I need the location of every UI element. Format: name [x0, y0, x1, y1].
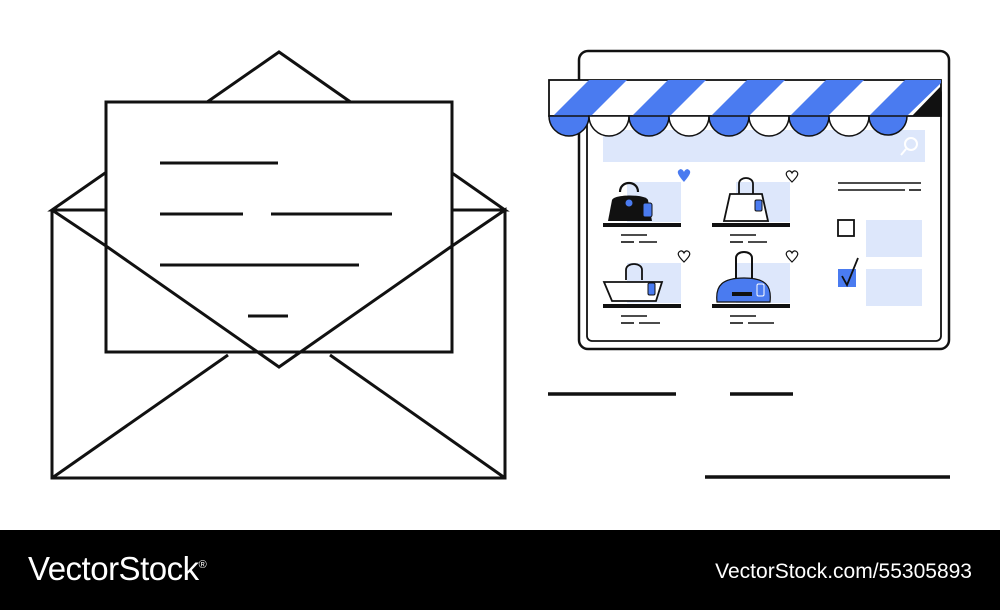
vectorstock-logo: VectorStock®: [28, 550, 207, 588]
filter-option-2[interactable]: [866, 269, 922, 306]
filter-heading-lines: [838, 182, 921, 191]
envelope-icon: [47, 50, 510, 480]
awning: [548, 79, 942, 137]
letter-text-lines: [160, 161, 392, 318]
filter-panel: [837, 182, 922, 306]
watermark-footer: VectorStock® VectorStock.com/55305893: [0, 530, 1000, 610]
checkmark-icon: [841, 257, 859, 288]
tote-bag-icon: [722, 177, 770, 222]
filter-option-1[interactable]: [866, 220, 922, 257]
black-handbag-icon: [608, 181, 653, 221]
product-card-3[interactable]: [602, 250, 691, 324]
heart-icon[interactable]: [677, 250, 691, 263]
brand-name: VectorStock: [28, 550, 199, 587]
product-card-4[interactable]: [712, 250, 799, 324]
product-card-1[interactable]: [603, 169, 691, 243]
illustration: [47, 49, 951, 480]
filter-checkbox-unchecked[interactable]: [837, 219, 855, 237]
registered-mark: ®: [198, 559, 207, 571]
envelope-front-flap: [105, 244, 453, 369]
filter-checkbox-checked[interactable]: [838, 257, 859, 288]
decorative-text-lines: [548, 392, 950, 479]
basket-bag-icon: [602, 263, 664, 302]
heart-icon[interactable]: [785, 170, 799, 183]
heart-icon-filled[interactable]: [677, 169, 691, 182]
heart-icon[interactable]: [785, 250, 799, 263]
stock-id: VectorStock.com/55305893: [715, 560, 972, 583]
shop-window-icon: [548, 49, 951, 351]
search-icon: [900, 137, 918, 156]
blue-bowling-bag-icon: [716, 251, 771, 303]
envelope-body: [50, 207, 507, 480]
product-card-2[interactable]: [712, 170, 799, 243]
